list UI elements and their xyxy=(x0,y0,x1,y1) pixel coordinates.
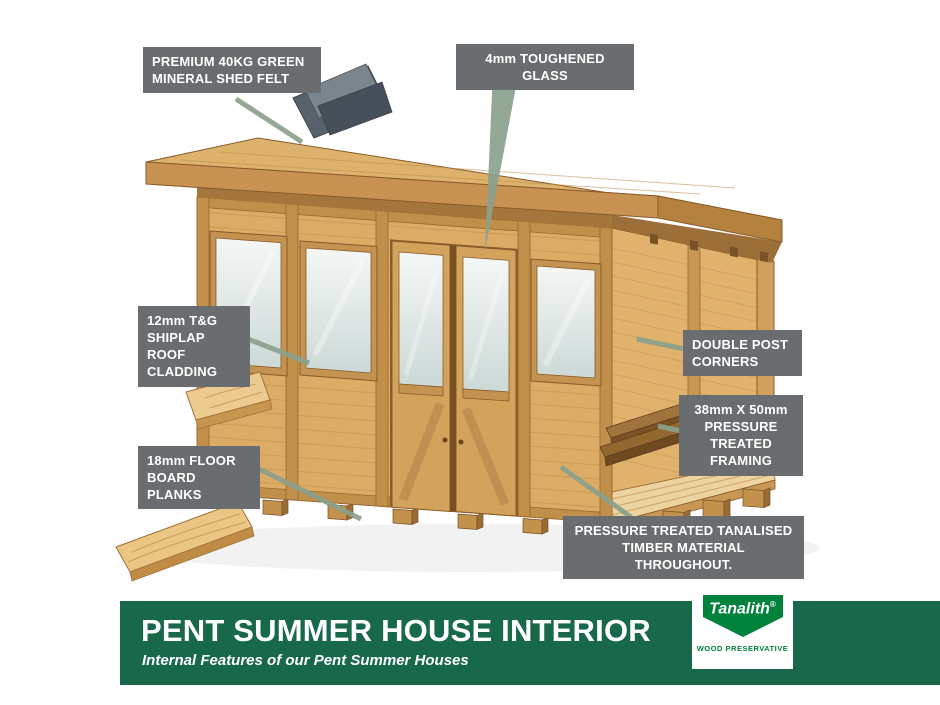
callout-line: 38mm X 50mm xyxy=(694,402,788,417)
callout-line: MINERAL SHED FELT xyxy=(152,71,290,87)
felt-roll xyxy=(292,63,393,139)
callout-floor-boards: 18mm FLOOR BOARD PLANKS xyxy=(138,446,260,510)
connector-framing xyxy=(657,423,682,434)
connector-shiplap xyxy=(247,336,310,366)
callout-line: BOARD PLANKS xyxy=(147,470,202,503)
floor-plank-sample xyxy=(115,501,255,582)
registered-mark: ® xyxy=(769,600,776,609)
callout-line: PRESSURE xyxy=(704,419,778,435)
callout-shed-felt: PREMIUM 40KG GREEN MINERAL SHED FELT xyxy=(143,47,321,94)
callout-line: SHIPLAP ROOF xyxy=(147,330,205,363)
brand-name: Tanalith xyxy=(709,600,770,618)
pent-roof xyxy=(145,137,783,243)
callout-toughened-glass: 4mm TOUGHENED GLASS xyxy=(456,44,634,91)
callout-line: 18mm FLOOR xyxy=(147,453,236,468)
callout-double-post-corners: DOUBLE POST CORNERS xyxy=(683,330,802,377)
callout-line: CORNERS xyxy=(692,354,759,370)
connector-floor xyxy=(255,465,363,522)
callout-treated-framing: 38mm X 50mm PRESSURE TREATED FRAMING xyxy=(679,395,803,476)
connector-felt xyxy=(234,96,304,145)
callout-line: TREATED FRAMING xyxy=(709,436,773,469)
page-subtitle: Internal Features of our Pent Summer Hou… xyxy=(142,652,469,669)
title-banner: PENT SUMMER HOUSE INTERIOR Internal Feat… xyxy=(120,601,940,685)
tanalith-logo: Tanalith® WOOD PRESERVATIVE xyxy=(692,585,793,669)
front-windows xyxy=(209,230,602,387)
page-title: PENT SUMMER HOUSE INTERIOR xyxy=(141,613,651,648)
callout-line: 12mm T&G xyxy=(147,313,218,328)
tanalith-tagline: WOOD PRESERVATIVE xyxy=(696,644,789,653)
callout-tanalised-timber: PRESSURE TREATED TANALISED TIMBER MATERI… xyxy=(563,516,804,580)
callout-line: CLADDING xyxy=(147,364,218,380)
callout-line: PREMIUM 40KG GREEN xyxy=(152,54,305,69)
connector-glass xyxy=(485,71,519,251)
callout-line: PRESSURE TREATED TANALISED xyxy=(574,523,793,538)
connector-tanalised xyxy=(559,464,633,520)
connector-lines xyxy=(234,71,685,522)
callout-line: 4mm TOUGHENED GLASS xyxy=(485,51,605,84)
roof-soffit xyxy=(197,187,782,263)
connector-double-post xyxy=(636,336,685,352)
glazed-double-doors xyxy=(390,239,518,517)
tanalith-brand-text: Tanalith® xyxy=(701,600,785,618)
callout-shiplap-cladding: 12mm T&G SHIPLAP ROOF CLADDING xyxy=(138,306,250,387)
shield-shape xyxy=(702,595,783,637)
tanalith-shield-icon: Tanalith® xyxy=(701,593,785,639)
callout-line: TIMBER MATERIAL THROUGHOUT. xyxy=(622,540,745,573)
callout-line: DOUBLE POST xyxy=(692,337,789,352)
